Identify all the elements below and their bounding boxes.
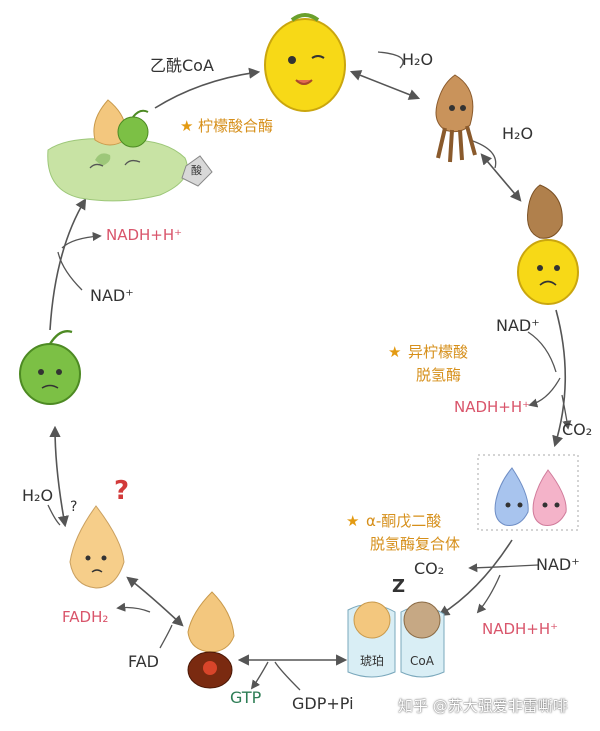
label-zzz: Z [392,576,406,597]
label-acetyl-coa: 乙酰CoA [150,56,214,75]
star-icon: ★ [346,512,360,530]
label-h2o-1: H₂O [402,50,434,69]
label-nadh-2: NADH+H⁺ [482,620,559,638]
question-mark: ? [114,476,130,506]
arrow-fumarate-malate [49,425,69,528]
cofactor-arrows [47,51,572,691]
label-h2o-2: H₂O [502,124,534,143]
label-akg-dehydrogenase-2: 脱氢酶复合体 [370,535,461,553]
arrow-to-succinylcoa [438,539,513,617]
nad-in-arrow [527,331,557,373]
label-gdp-pi: GDP+Pi [292,694,354,713]
co2-out-arrow-2 [468,563,539,573]
h2o-in-arrow [469,139,497,169]
nad-in-arrow-3 [57,251,83,291]
malate-character [19,330,81,405]
succinate-character [187,591,235,689]
arrow-succinate-fumarate [126,576,184,627]
citrate-character [264,13,346,112]
label-isocitrate-dehydrogenase-1: 异柠檬酸 [408,343,469,361]
arrow-cisaconitate-isocitrate [480,153,522,202]
h2o-in-arrow-3 [47,504,61,526]
label-coa: CoA [410,654,434,668]
question-mark-small: ? [70,499,78,515]
nadh-out-arrow-2 [476,574,501,614]
h2o-out-arrow [377,51,404,69]
co2-out-arrow [561,394,572,430]
label-gtp: GTP [230,688,262,707]
label-nadh-3: NADH+H⁺ [106,226,183,244]
cis-aconitate-character [435,74,477,163]
label-citrate-synthase: 柠檬酸合酶 [198,117,274,135]
arrow-to-oxaloacetate [49,198,87,331]
nadh-out-arrow [528,377,561,408]
label-nad-1: NAD⁺ [496,316,540,335]
fad-in-arrow [159,624,173,649]
star-icon: ★ [388,343,402,361]
watermark: 知乎 @苏大强爱非雷嘶啡 [398,697,568,715]
arrow-to-citrate [154,67,261,109]
label-akg-dehydrogenase-1: α-酮戊二酸 [366,512,442,530]
label-fad: FAD [128,652,159,671]
nadh-out-arrow-3 [61,231,102,249]
cycle-arrows [49,67,567,666]
isocitrate-character [517,184,579,305]
gtp-out-arrow [250,661,269,690]
label-co2-1: CO₂ [562,420,593,439]
label-nad-3: NAD⁺ [90,286,134,305]
succinyl-coa-character [347,601,445,678]
gdp-in-arrow [274,661,301,691]
label-co2-2: CO₂ [414,559,445,578]
alpha-ketoglutarate-character [477,454,579,531]
oxaloacetate-character [47,99,213,202]
label-h2o-3: H₂O [22,486,54,505]
label-nadh-1: NADH+H⁺ [454,398,531,416]
label-isocitrate-dehydrogenase-2: 脱氢酶 [416,366,462,384]
label-fadh2: FADH₂ [62,608,109,626]
star-icon: ★ [180,117,194,135]
label-oxaloacetate-tag: 酸 [191,164,202,177]
fumarate-character [69,505,125,589]
arrow-to-akg [552,309,567,448]
arrow-citrate-cisaconitate [349,70,421,100]
label-nad-2: NAD⁺ [536,555,580,574]
label-succinyl: 琥珀 [360,654,385,668]
fadh2-out-arrow [116,602,151,613]
